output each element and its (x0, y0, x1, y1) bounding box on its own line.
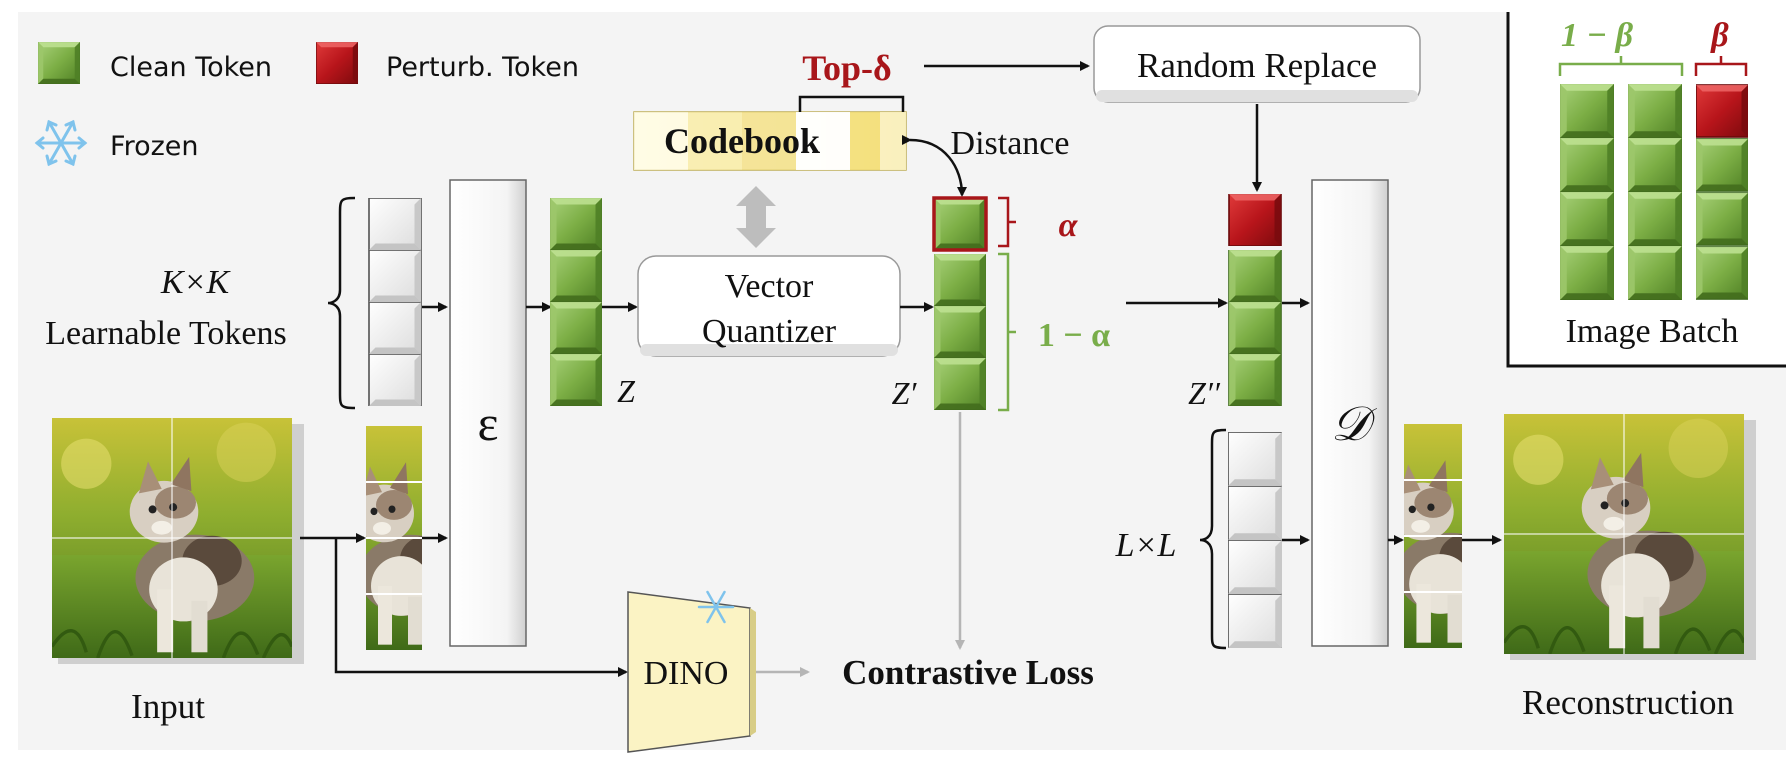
dino-label: DINO (644, 655, 729, 692)
codebook: Codebook Top-δ Distance (633, 48, 1090, 248)
legend-perturb-token-swatch (316, 42, 358, 84)
output-patches (1404, 424, 1462, 648)
encoder-symbol: ε (478, 395, 499, 451)
legend-clean-token-label: Clean Token (110, 52, 272, 83)
input-label: Input (131, 687, 205, 726)
legend-clean-token-swatch (38, 42, 80, 84)
codebook-quantizer-double-arrow (736, 186, 776, 248)
one-minus-beta-bracket (1558, 56, 1684, 76)
encoder: ε (449, 179, 527, 647)
dino-module: DINO (627, 590, 756, 753)
lxl-label: L×L (1115, 527, 1177, 564)
learnable-tokens-label: Learnable Tokens (45, 315, 287, 352)
codebook-label: Codebook (664, 121, 820, 161)
alpha-label: α (1059, 207, 1079, 244)
one-minus-alpha-label: 1 − α (1038, 317, 1110, 354)
inset-border (1506, 12, 1786, 368)
snowflake-icon (34, 119, 88, 167)
distance-label: Distance (951, 125, 1070, 162)
learnable-tokens: K×K Learnable Tokens (45, 196, 422, 410)
kxk-label: K×K (160, 264, 232, 301)
z-double-prime-latent: Z′′ (1188, 194, 1282, 411)
top-delta-bracket (798, 95, 905, 112)
image-batch-label: Image Batch (1566, 313, 1739, 350)
z-label: Z (617, 373, 636, 409)
reconstruction-label: Reconstruction (1522, 683, 1734, 722)
vq-line2: Quantizer (702, 313, 837, 350)
batch-column-2 (1628, 84, 1682, 300)
legend-frozen-label: Frozen (110, 131, 199, 162)
input-to-dino-arrow (334, 538, 628, 677)
decoder: 𝒟 (1311, 179, 1389, 647)
one-minus-alpha-bracket (998, 252, 1016, 412)
vq-line1: Vector (725, 268, 814, 305)
random-replace-box: Random Replace (1093, 25, 1421, 103)
reconstruction-image (1504, 414, 1756, 660)
dino-snowflake-icon (697, 590, 735, 624)
contrastive-loss-label: Contrastive Loss (842, 653, 1094, 692)
random-replace-label: Random Replace (1137, 46, 1377, 85)
z-latent: Z (550, 198, 636, 409)
top-delta-label: Top-δ (802, 48, 891, 88)
one-minus-beta-label: 1 − β (1561, 17, 1634, 54)
lxl-tokens: L×L (1115, 428, 1282, 650)
legend: Clean Token Perturb. Token Frozen (34, 42, 579, 167)
z-prime-label: Z′ (892, 375, 918, 411)
input-patches (366, 426, 422, 650)
beta-bracket (1694, 56, 1748, 76)
alpha-bracket (998, 196, 1016, 248)
z-prime-latent: Z′ α 1 − α (892, 196, 1110, 412)
learnable-tokens-brace (327, 196, 356, 410)
input-image (52, 418, 304, 664)
image-batch-inset: 1 − β β Image Batch (1506, 12, 1786, 368)
lxl-brace (1199, 428, 1227, 650)
beta-label: β (1709, 17, 1729, 54)
legend-perturb-token-label: Perturb. Token (386, 52, 579, 83)
z-double-prime-label: Z′′ (1188, 375, 1221, 411)
distance-arrow (901, 134, 967, 197)
batch-column-1 (1560, 84, 1614, 300)
vector-quantizer: Vector Quantizer (637, 255, 901, 357)
